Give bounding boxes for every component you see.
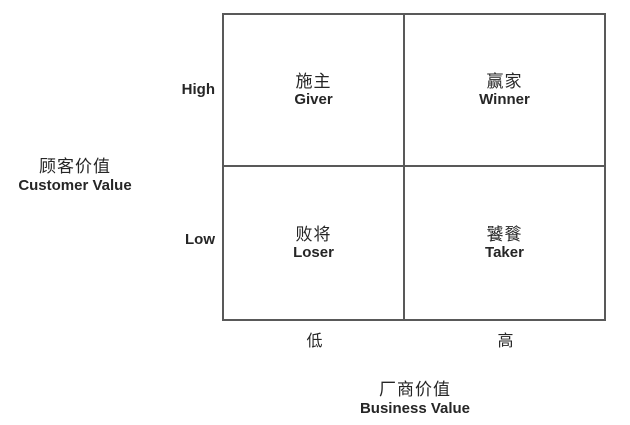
y-axis-title-en: Customer Value (18, 177, 132, 194)
quadrant-giver-label-en: Giver (294, 90, 333, 108)
y-axis-title: 顾客价值 Customer Value (5, 157, 145, 195)
matrix-grid: 施主 Giver 赢家 Winner 败将 Loser 饕餮 Taker (222, 13, 606, 321)
quadrant-giver-label-zh: 施主 (295, 71, 332, 91)
quadrant-giver: 施主 Giver (224, 15, 405, 167)
quadrant-taker-label-en: Taker (485, 243, 524, 261)
y-axis-tick-low: Low (185, 231, 215, 248)
quadrant-winner: 赢家 Winner (405, 15, 604, 167)
quadrant-taker: 饕餮 Taker (405, 167, 604, 319)
y-axis-title-zh: 顾客价值 (39, 157, 111, 176)
x-axis-tick-low: 低 (306, 333, 323, 350)
quadrant-loser-label-zh: 败将 (295, 224, 332, 244)
quadrant-loser-label-en: Loser (293, 243, 334, 261)
x-axis-title-zh: 厂商价值 (379, 380, 451, 399)
y-axis-tick-high: High (181, 81, 215, 98)
quadrant-taker-label-zh: 饕餮 (486, 224, 523, 244)
x-axis-title: 厂商价值 Business Value (315, 380, 515, 418)
x-axis-tick-high: 高 (497, 333, 514, 350)
quadrant-winner-label-zh: 赢家 (486, 71, 523, 91)
quadrant-loser: 败将 Loser (224, 167, 405, 319)
quadrant-winner-label-en: Winner (479, 90, 530, 108)
x-axis-title-en: Business Value (359, 400, 471, 417)
